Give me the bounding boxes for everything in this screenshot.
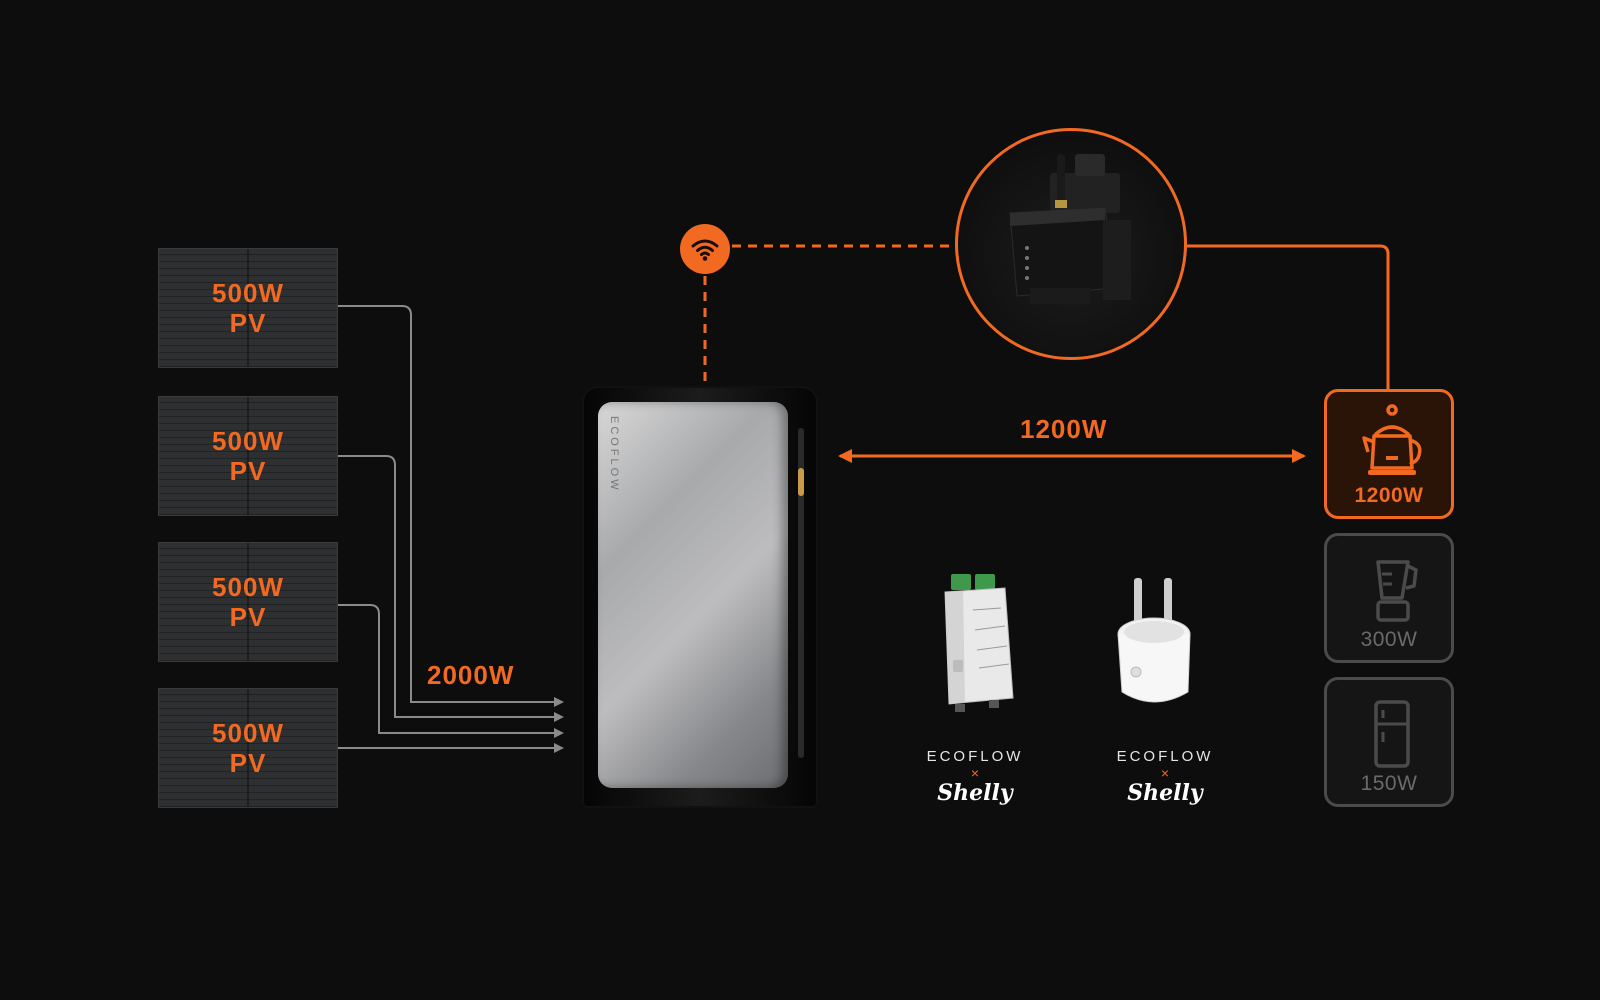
- pv-total-label: 2000W: [427, 660, 515, 690]
- smart-meter-icon: [1009, 154, 1131, 304]
- brand-separator: ×: [970, 765, 980, 781]
- brand-separator: ×: [1160, 765, 1170, 781]
- meter-to-appliance-line: [1187, 244, 1390, 389]
- battery-led: [798, 468, 804, 496]
- panel-wattage: 500W: [212, 278, 284, 308]
- wifi-icon: [680, 224, 730, 274]
- pv-panel: 500W PV: [158, 542, 338, 662]
- smart-plug-icon: [1117, 578, 1191, 703]
- battery-side-strip: [798, 428, 804, 758]
- panel-label: PV: [229, 602, 267, 632]
- panel-label: PV: [229, 748, 267, 778]
- pv-line-3: [338, 604, 564, 738]
- panel-label: PV: [229, 456, 267, 486]
- brand-name: ECOFLOW: [1116, 748, 1214, 765]
- appliance-wattage: 1200W: [1354, 484, 1424, 507]
- blender-icon: [1376, 560, 1418, 622]
- brand-block: ECOFLOW × Shelly: [1090, 748, 1240, 805]
- smart-meter-circle: [955, 128, 1187, 360]
- appliance-wattage: 300W: [1360, 628, 1418, 651]
- pv-line-1: [338, 305, 564, 707]
- output-flow-label: 1200W: [1020, 414, 1108, 444]
- pv-panel: 500W PV: [158, 396, 338, 516]
- smart-meter-device: [925, 570, 1025, 725]
- appliance-wattage: 150W: [1360, 772, 1418, 795]
- panel-wattage: 500W: [212, 718, 284, 748]
- brand-block: ECOFLOW × Shelly: [900, 748, 1050, 805]
- panel-label: PV: [229, 308, 267, 338]
- battery-face: [598, 402, 788, 788]
- fridge-icon: [1374, 700, 1410, 768]
- panel-wattage: 500W: [212, 572, 284, 602]
- battery-brand: ECOFLOW: [608, 416, 620, 493]
- pv-line-2: [338, 455, 564, 722]
- pv-panel: 500W PV: [158, 248, 338, 368]
- partner-logo: Shelly: [937, 780, 1013, 806]
- appliance-fridge: 150W: [1324, 677, 1454, 807]
- brand-name: ECOFLOW: [926, 748, 1024, 765]
- pv-panel: 500W PV: [158, 688, 338, 808]
- smart-plug-device: [1108, 572, 1208, 727]
- appliance-blender: 300W: [1324, 533, 1454, 663]
- appliance-kettle: 1200W: [1324, 389, 1454, 519]
- partner-logo: Shelly: [1127, 780, 1203, 806]
- battery-unit: ECOFLOW: [582, 386, 818, 808]
- panel-wattage: 500W: [212, 426, 284, 456]
- kettle-icon: [1362, 404, 1422, 475]
- smart-meter-icon: [944, 574, 1014, 712]
